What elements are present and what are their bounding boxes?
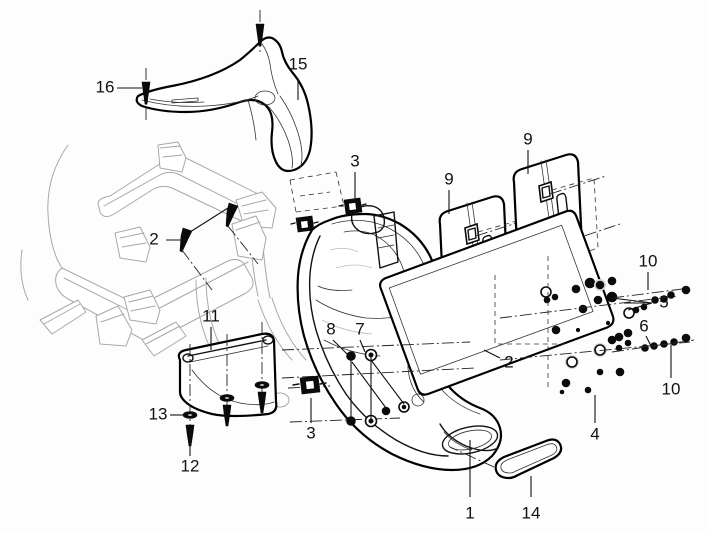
- callout-label-15: 15: [289, 54, 308, 73]
- callout-label-2b: 2: [504, 352, 513, 371]
- callout-2a[interactable]: 2: [149, 229, 188, 248]
- callout-15[interactable]: 15: [289, 54, 308, 100]
- callout-8[interactable]: 8: [326, 319, 350, 357]
- callout-label-4: 4: [590, 424, 599, 443]
- callout-label-10a: 10: [639, 251, 658, 270]
- part-11-mudflap[interactable]: [177, 332, 278, 418]
- clip-b[interactable]: [290, 215, 319, 233]
- callout-10b[interactable]: 10: [662, 345, 681, 398]
- callout-label-11: 11: [202, 306, 220, 325]
- callout-3b[interactable]: 3: [306, 398, 316, 442]
- callout-9b[interactable]: 9: [523, 129, 533, 174]
- callout-label-16: 16: [96, 77, 115, 96]
- callout-5[interactable]: 5: [624, 292, 669, 311]
- chassis-frame-ghost: [20, 141, 307, 411]
- callout-label-6: 6: [639, 316, 648, 335]
- part-14-trim-cap[interactable]: [449, 438, 563, 480]
- clip-a[interactable]: [338, 197, 367, 215]
- callout-label-7: 7: [355, 319, 364, 338]
- callout-label-3a: 3: [350, 151, 359, 170]
- part-3-clips-upper[interactable]: [289, 171, 367, 233]
- callout-3a[interactable]: 3: [350, 151, 360, 200]
- callout-label-2a: 2: [149, 229, 158, 248]
- callout-label-9a: 9: [444, 169, 453, 188]
- callout-10a[interactable]: 10: [639, 251, 658, 290]
- part-3-clip-lower[interactable]: [292, 375, 327, 395]
- part-5-6-10-hardware[interactable]: [611, 285, 695, 353]
- callout-1[interactable]: 1: [465, 440, 475, 522]
- callout-7[interactable]: 7: [355, 319, 366, 353]
- callout-label-9b: 9: [523, 129, 532, 148]
- bracket-hardware: [540, 276, 678, 395]
- callout-14[interactable]: 14: [522, 476, 541, 522]
- callout-16[interactable]: 16: [96, 77, 142, 96]
- callout-label-8: 8: [326, 319, 335, 338]
- part-2-screws-upper[interactable]: [179, 202, 259, 291]
- part-7-8-3-fasteners[interactable]: [281, 341, 475, 428]
- callout-11[interactable]: 11: [202, 306, 220, 350]
- callout-2b[interactable]: 2: [483, 349, 514, 371]
- callout-12[interactable]: 12: [181, 430, 200, 475]
- part-15-inner-fender[interactable]: [135, 36, 313, 173]
- callout-9a[interactable]: 9: [444, 169, 454, 214]
- callout-13[interactable]: 13: [149, 404, 184, 423]
- part-16-screws[interactable]: [141, 10, 265, 122]
- callout-label-3b: 3: [306, 423, 315, 442]
- callout-6[interactable]: 6: [639, 316, 653, 349]
- callout-label-13: 13: [149, 404, 168, 423]
- callout-label-14: 14: [522, 503, 541, 522]
- callout-label-10b: 10: [662, 379, 681, 398]
- callout-label-5: 5: [659, 292, 668, 311]
- callout-label-1: 1: [465, 503, 474, 522]
- callout-label-12: 12: [181, 456, 200, 475]
- part-4-plate-bracket[interactable]: [378, 209, 691, 396]
- callout-4[interactable]: 4: [590, 395, 600, 443]
- callout-layer: 1 2 2 3 3 4 5 6: [96, 54, 681, 522]
